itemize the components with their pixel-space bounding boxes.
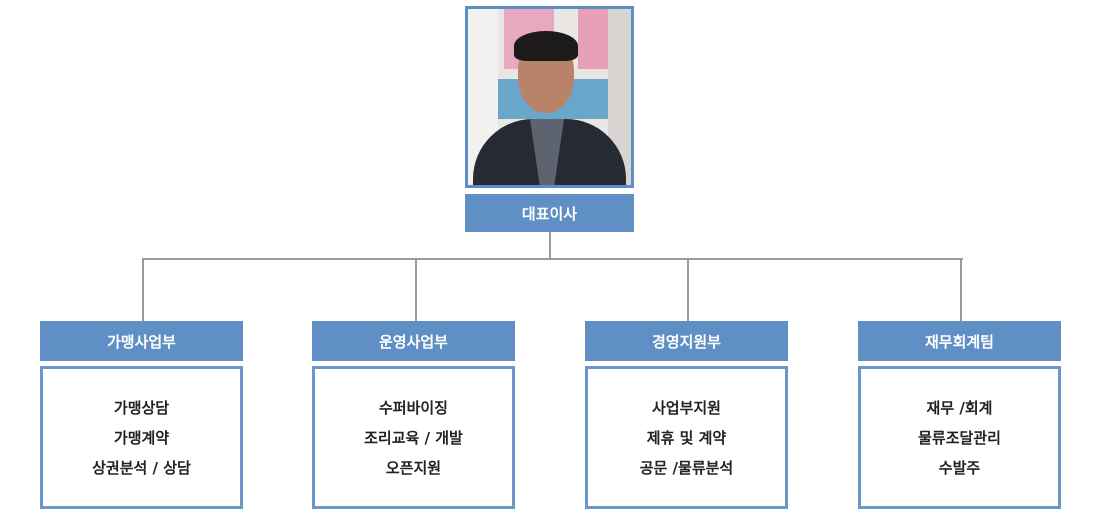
department-duties-finance: 재무 /회계 물류조달관리 수발주 xyxy=(858,366,1061,509)
connector-line xyxy=(415,258,417,321)
duty-item: 물류조달관리 xyxy=(918,428,1001,447)
department-header-franchise: 가맹사업부 xyxy=(40,321,243,361)
department-duties-franchise: 가맹상담 가맹계약 상권분석 / 상담 xyxy=(40,366,243,509)
duty-item: 조리교육 / 개발 xyxy=(364,428,463,447)
department-duties-operations: 수퍼바이징 조리교육 / 개발 오픈지원 xyxy=(312,366,515,509)
wall xyxy=(608,9,631,185)
duty-item: 가맹상담 xyxy=(113,398,170,417)
duty-item: 상권분석 / 상담 xyxy=(92,458,191,477)
duty-item: 수퍼바이징 xyxy=(378,398,448,417)
duty-item: 사업부지원 xyxy=(651,398,721,417)
department-duties-management-support: 사업부지원 제휴 및 계약 공문 /물류분석 xyxy=(585,366,788,509)
duty-item: 가맹계약 xyxy=(113,428,170,447)
connector-line xyxy=(142,258,144,321)
ceo-label: 대표이사 xyxy=(465,194,634,232)
connector-line xyxy=(687,258,689,321)
connector-line xyxy=(142,258,963,260)
department-header-operations: 운영사업부 xyxy=(312,321,515,361)
department-header-management-support: 경영지원부 xyxy=(585,321,788,361)
department-header-finance: 재무회계팀 xyxy=(858,321,1061,361)
duty-item: 공문 /물류분석 xyxy=(639,458,734,477)
duty-item: 오픈지원 xyxy=(385,458,442,477)
duty-item: 제휴 및 계약 xyxy=(646,428,727,447)
connector-line xyxy=(549,232,551,259)
books xyxy=(578,9,608,69)
connector-line xyxy=(960,258,962,321)
duty-item: 재무 /회계 xyxy=(926,398,993,417)
person-hair xyxy=(514,31,578,61)
duty-item: 수발주 xyxy=(938,458,981,477)
ceo-photo xyxy=(465,6,634,188)
